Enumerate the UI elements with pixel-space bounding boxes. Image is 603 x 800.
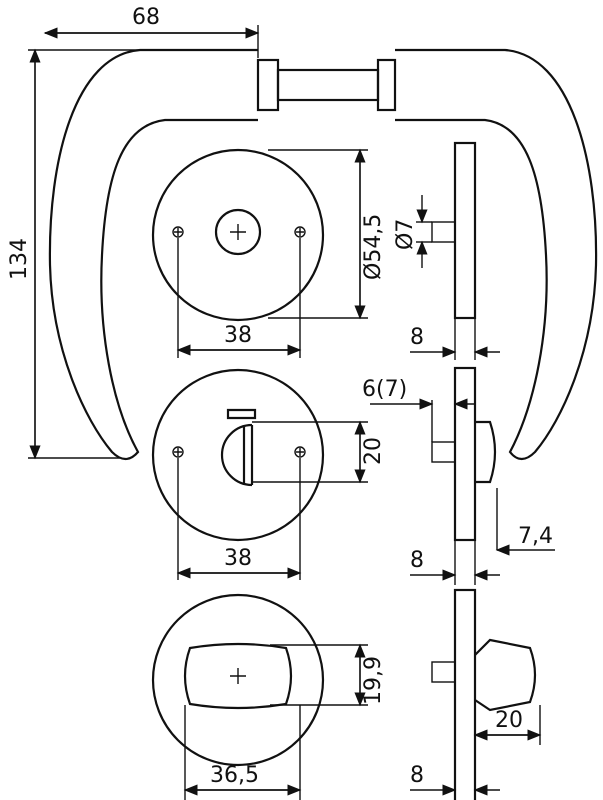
label-slot-height: 20 [361, 437, 386, 465]
label-68: 68 [132, 5, 160, 30]
label-rose-diameter: Ø54,5 [361, 214, 386, 280]
label-thickness-3: 8 [410, 763, 424, 788]
dim-134 [28, 48, 140, 460]
right-handle [395, 48, 598, 461]
side-view-3 [410, 588, 542, 800]
label-turn-height: 19,9 [361, 656, 386, 705]
label-turn-depth: 20 [495, 708, 523, 733]
left-handle [48, 48, 258, 461]
label-indicator-depth: 7,4 [518, 524, 553, 549]
side-view-2 [370, 366, 555, 585]
label-screw-spacing-1: 38 [224, 323, 252, 348]
label-spindle-diameter: Ø7 [393, 219, 418, 250]
dim-68 [43, 25, 260, 58]
rose-1 [151, 148, 368, 358]
label-thickness-2: 8 [410, 548, 424, 573]
rose-2 [151, 368, 368, 580]
label-screw-spacing-2: 38 [224, 546, 252, 571]
label-134: 134 [7, 238, 32, 280]
label-pin-offset: 6(7) [362, 377, 407, 402]
spindle [256, 58, 397, 112]
label-thickness-1: 8 [410, 325, 424, 350]
rose-3 [151, 593, 368, 800]
side-view-1 [410, 141, 500, 360]
label-turn-width: 36,5 [210, 763, 259, 788]
